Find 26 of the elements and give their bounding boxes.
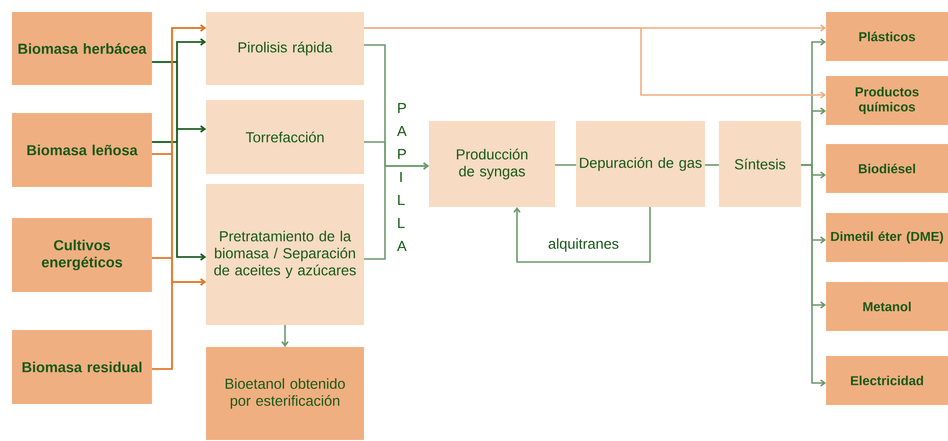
process-box: Pretratamiento de la biomasa / Separación de aceites y azúcares: [206, 184, 364, 325]
process-box: Torrefacción: [206, 100, 364, 174]
process-box: Depuración de gas: [576, 121, 705, 207]
source-box: Cultivos energéticos: [12, 218, 152, 292]
arrow: [281, 325, 289, 347]
arrow: [152, 278, 206, 370]
product-box: Metanol: [826, 282, 948, 331]
product-box: Bioetanol obtenido por esterificación: [206, 347, 364, 440]
product-box: Biodiésel: [826, 144, 948, 193]
product-box: Electricidad: [826, 356, 948, 405]
arrow: [801, 164, 826, 387]
arrow: [364, 162, 429, 260]
process-box: Producción de syngas: [429, 121, 555, 207]
product-box: Plásticos: [826, 12, 948, 61]
edge-label: alquitranes: [547, 237, 620, 253]
process-box: Síntesis: [719, 121, 801, 207]
source-box: Biomasa residual: [12, 330, 152, 404]
process-box: Pirolisis rápida: [206, 12, 364, 85]
source-box: Biomasa leñosa: [12, 113, 152, 187]
stacked-label: P A P I L L A: [397, 103, 407, 251]
product-box: Dimetil éter (DME): [826, 213, 948, 262]
arrow: [152, 141, 206, 261]
product-box: Productos químicos: [826, 76, 948, 125]
source-box: Biomasa herbácea: [12, 12, 152, 85]
arrow: [513, 207, 651, 263]
arrow: [364, 27, 826, 99]
